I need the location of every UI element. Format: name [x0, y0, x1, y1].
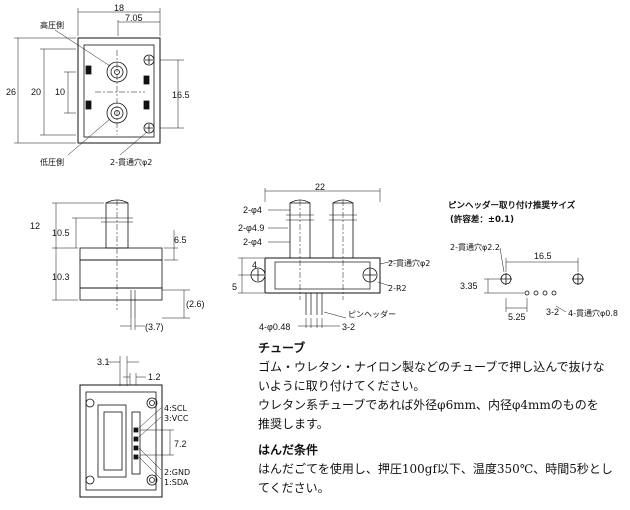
dim-front-h5: 5	[232, 282, 237, 292]
pin-label-2: 3:VCC	[164, 414, 189, 423]
dim-port-pitch: 10	[55, 87, 65, 97]
dim-front-d1: 2-φ4	[243, 205, 262, 215]
dim-height-total: 26	[6, 87, 16, 97]
top-view	[14, 8, 184, 156]
recommend-title: ピンヘッダー取り付け推奨サイズ	[448, 200, 576, 211]
solder-line-1: はんだごてを使用し、押圧100gf以下、温度350℃、時間5秒とし	[258, 462, 613, 476]
bottom-view	[79, 356, 174, 498]
notes-section: チューブ ゴム・ウレタン・ナイロン製などのチューブで押し込んで抜けな いように取…	[258, 340, 628, 498]
label-low-pressure: 低圧側	[40, 157, 64, 167]
label-high-pressure: 高圧側	[40, 20, 64, 30]
side-view	[52, 199, 190, 330]
label-through-hole-top: 2-貫通穴φ2	[110, 157, 152, 167]
dim-side-mid: 10.5	[52, 228, 70, 238]
tube-title: チューブ	[258, 341, 306, 355]
dim-bottom-c: 7.2	[174, 439, 187, 449]
tube-line-4: 推奨します。	[258, 417, 329, 431]
recommend-tolerance: (許容差：±0.1)	[450, 214, 514, 225]
dim-height-inner: 20	[31, 87, 41, 97]
solder-line-2: てください。	[258, 481, 330, 495]
solder-title: はんだ条件	[258, 443, 319, 457]
label-through-hole-front: 2-貫通穴φ2	[388, 258, 430, 268]
tube-line-2: いように取り付けてください。	[258, 379, 426, 393]
label-radius: 2-R2	[388, 284, 407, 293]
label-through-hole-small: 4-貫通穴φ0.8	[568, 308, 618, 318]
dim-side-lead: (3.7)	[145, 322, 164, 332]
dim-front-h4: 4	[252, 260, 257, 270]
label-pin-header: ピンヘッダー	[348, 309, 396, 319]
dim-rec-pitch: 16.5	[534, 251, 552, 261]
pin-label-4: 1:SDA	[164, 478, 189, 487]
dim-side-offset: (2.6)	[186, 299, 205, 309]
front-view	[238, 188, 399, 328]
dim-rec-v: 3.35	[460, 281, 478, 291]
tube-line-1: ゴム・ウレタン・ナイロン製などのチューブで押し込んで抜けな	[258, 360, 605, 374]
tube-line-3: ウレタン系チューブであれば外径φ6mm、内径φ4mmのものを	[258, 398, 599, 412]
dimension-texts: 18 7.05 26 20 10 16.5 高圧側 低圧側 2-貫通穴φ2 12…	[6, 3, 618, 487]
pin-label-3: 2:GND	[164, 468, 190, 477]
dim-front-width: 22	[315, 182, 325, 192]
dim-rec-h: 5.25	[508, 312, 526, 322]
dim-front-d2: 2-φ4.9	[238, 223, 264, 233]
dim-side-upper: 12	[30, 221, 40, 231]
dim-width-total: 18	[114, 3, 124, 13]
recommend-layout	[484, 247, 584, 313]
dim-front-d3: 2-φ4	[243, 237, 262, 247]
dim-rec-pin-pitch: 3-2	[546, 307, 559, 317]
label-through-hole-big: 2-貫通穴φ2.2	[450, 242, 500, 252]
dim-offset-right: 7.05	[125, 13, 143, 23]
dim-pin-dia: 4-φ0.48	[259, 322, 290, 332]
dim-pin-pitch: 3-2	[342, 322, 355, 332]
dim-side-lower: 10.3	[52, 272, 70, 282]
dim-bottom-a: 3.1	[97, 357, 110, 367]
dim-bottom-b: 1.2	[148, 372, 161, 382]
dim-side-tube: 6.5	[174, 235, 187, 245]
dim-hole-pitch: 16.5	[172, 90, 190, 100]
pin-label-1: 4:SCL	[164, 404, 187, 413]
